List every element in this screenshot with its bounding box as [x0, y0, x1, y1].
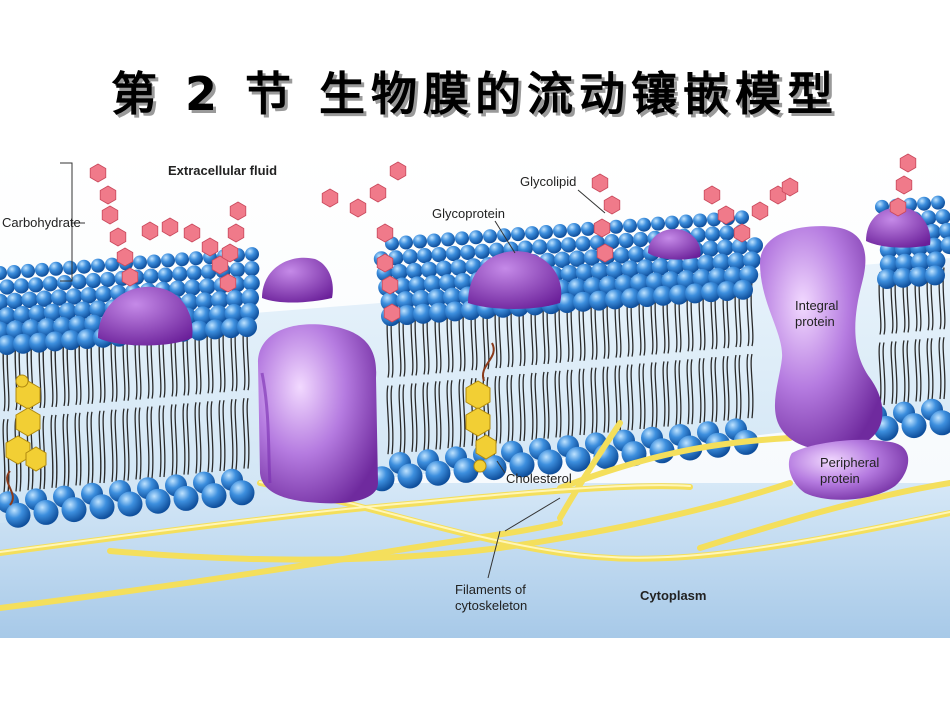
membrane-diagram: Extracellular fluid Carbohydrate Glycopr… — [0, 153, 950, 638]
transmembrane-protein — [258, 324, 378, 503]
label-integral-protein-line2: protein — [795, 314, 835, 329]
label-filaments-line2: cytoskeleton — [455, 598, 527, 613]
label-peripheral-protein-line1: Peripheral — [820, 455, 879, 470]
label-integral-protein-line1: Integral — [795, 298, 838, 313]
label-filaments-line1: Filaments of — [455, 582, 526, 597]
label-cholesterol: Cholesterol — [506, 471, 572, 486]
label-peripheral-protein-line2: protein — [820, 471, 860, 486]
label-carbohydrate: Carbohydrate — [2, 215, 81, 230]
slide-title: 第 2 节 生物膜的流动镶嵌模型 — [0, 58, 950, 124]
label-cytoplasm: Cytoplasm — [640, 588, 706, 603]
label-glycoprotein: Glycoprotein — [432, 206, 505, 221]
label-extracellular-fluid: Extracellular fluid — [168, 163, 277, 178]
label-glycolipid: Glycolipid — [520, 174, 576, 189]
